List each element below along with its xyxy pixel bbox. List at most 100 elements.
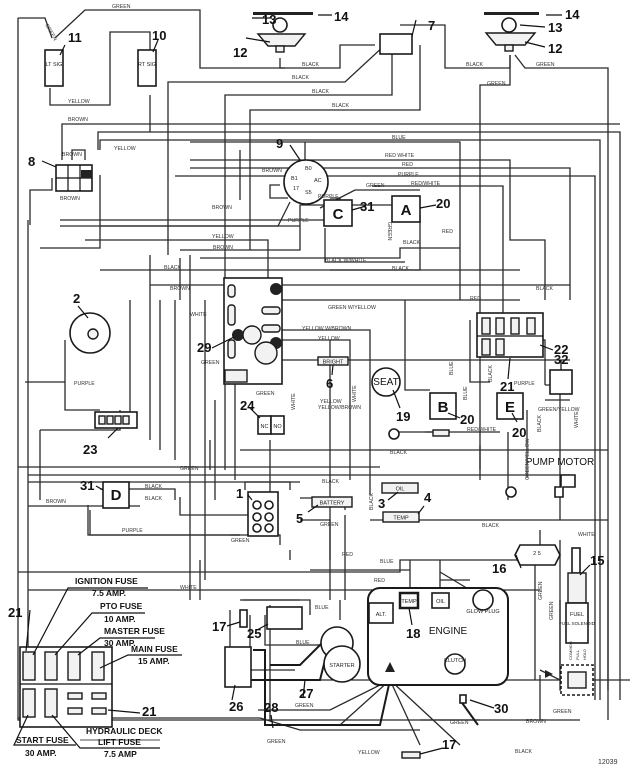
clutch-label: CLUTCH: [444, 658, 466, 664]
wire-label: BLACK: [403, 240, 421, 246]
flasher-unit: [379, 33, 413, 55]
callout-19: 19: [396, 409, 410, 424]
bright-indicator: BRIGHT: [317, 356, 349, 366]
callout-27: 27: [299, 686, 313, 701]
wire-label: GREEN: [43, 23, 58, 42]
nc-label: NC: [261, 424, 269, 430]
callout-6: 6: [326, 376, 333, 391]
light-switch: [69, 312, 111, 354]
wire-label: PURPLE: [288, 218, 309, 224]
drawing-number: 12039: [598, 759, 618, 766]
headlight-right: [484, 12, 539, 52]
ignition-pin-17: 17: [293, 186, 299, 192]
callout-16: 16: [492, 561, 506, 576]
pto-fuse-rating: 10 AMP.: [104, 614, 136, 624]
wire-label: YELLOW W/BROWN: [302, 326, 352, 332]
callout-15: 15: [590, 553, 604, 568]
wire-label: WHITE: [180, 585, 197, 591]
callout-23: 23: [83, 442, 97, 457]
wire-label: BLACK: [369, 492, 375, 510]
connector-1: [247, 491, 279, 537]
connector-25: [266, 606, 303, 630]
oil-light: OIL: [381, 482, 419, 494]
starter: STARTER: [320, 626, 361, 683]
engine: ENGINE TEMP OIL GLOW PLUG CLUTCH: [367, 587, 509, 686]
wire-label: BROWN: [68, 117, 88, 123]
wire-label: PURPLE: [122, 528, 143, 534]
wire-label: BLACK: [332, 103, 350, 109]
callout-21c: 21: [142, 704, 156, 719]
wire-label: YELLOW: [320, 399, 342, 405]
diode-module-16: 2 5: [514, 544, 561, 566]
wire-label: RED: [442, 229, 453, 235]
wire-label: WHITE: [574, 411, 580, 428]
common-label: COMMON: [568, 641, 573, 660]
callout-14a: 14: [334, 9, 349, 24]
wire-label: WHITE: [352, 385, 358, 402]
pull-label: PULL: [575, 649, 580, 660]
fuse-block-detail: [13, 587, 182, 749]
hydraulic-fuse-name: HYDRAULIC DECK: [86, 726, 163, 736]
wire-label: YELLOW: [68, 99, 90, 105]
wire-label: BLACK: [466, 62, 484, 68]
wire-label: GREEN: [536, 62, 555, 68]
callout-13b: 13: [548, 20, 562, 35]
wire-label: BLUE: [449, 361, 455, 375]
callout-32: 32: [554, 352, 568, 367]
callout-1: 1: [236, 486, 243, 501]
callout-9: 9: [276, 136, 283, 151]
wire-label: GREEN: [487, 81, 506, 87]
wire-label: BLACK: [292, 75, 310, 81]
wire-label: BLACK: [322, 479, 340, 485]
ignition-pin-b0: B0: [305, 166, 312, 172]
wire-label: YELLOW: [318, 336, 340, 342]
callout-22: 22: [554, 342, 568, 357]
start-fuse-name: START FUSE: [16, 735, 69, 745]
wire-label: BLACK: [390, 450, 408, 456]
glow-plug-label: GLOW PLUG: [466, 609, 499, 615]
hydraulic-fuse-rating: 7.5 AMP: [104, 749, 137, 759]
callout-14b: 14: [565, 7, 580, 22]
wire-label: GREEN: [450, 720, 469, 726]
pto-switch: NC NO: [257, 415, 285, 435]
battery: [224, 646, 252, 688]
wire-label: GREEN W/YELLOW: [328, 305, 376, 311]
wire-label: GREEN: [231, 538, 250, 544]
alternator: ALT.: [368, 602, 394, 624]
callout-18: 18: [406, 626, 420, 641]
wire-label: BLUE: [463, 386, 469, 400]
wire-label: GREEN: [549, 601, 555, 620]
wire-label: BLACK: [482, 523, 500, 529]
ground-terminal-2: [505, 486, 517, 498]
callout-20a: 20: [436, 196, 450, 211]
wire-label: YELLOW: [114, 146, 136, 152]
relay-d-label: D: [111, 487, 122, 504]
wire-label: BLUE: [380, 559, 394, 565]
callout-21b: 21: [8, 605, 22, 620]
wire-label: RED: [342, 552, 353, 558]
battery-light-label: BATTERY: [320, 501, 345, 507]
fuel-solenoid: FUEL FUEL SOLENOID COMMON PULL HOLD: [559, 547, 596, 696]
no-label: NO: [273, 424, 282, 430]
wire-label: WHITE: [291, 393, 297, 410]
battery-light: BATTERY: [311, 496, 353, 508]
wire-label: GREEN: [386, 222, 392, 241]
wire-label: YELLOW: [358, 750, 380, 756]
temp-light-label: TEMP: [393, 516, 409, 522]
main-fuse-rating: 15 AMP.: [138, 656, 170, 666]
callout-8: 8: [28, 154, 35, 169]
wire-label: YELLOW/BROWN: [318, 405, 361, 411]
wire-label: BLUE: [296, 640, 310, 646]
ignition-switch: B0 B1 17 AC S5: [283, 159, 329, 205]
callout-31b: 31: [80, 478, 94, 493]
ignition-pin-b1: B1: [291, 176, 298, 182]
callout-12b: 12: [548, 41, 562, 56]
callout-17b: 17: [442, 737, 456, 752]
master-fuse-rating: 30 AMP.: [104, 638, 136, 648]
oil-sender-label: OIL: [436, 599, 445, 605]
wire-label: GREEN: [256, 391, 275, 397]
lt-signal-switch: LT SIG: [44, 49, 64, 87]
wire-label: BROWN: [213, 245, 233, 251]
callout-13a: 13: [262, 12, 276, 27]
